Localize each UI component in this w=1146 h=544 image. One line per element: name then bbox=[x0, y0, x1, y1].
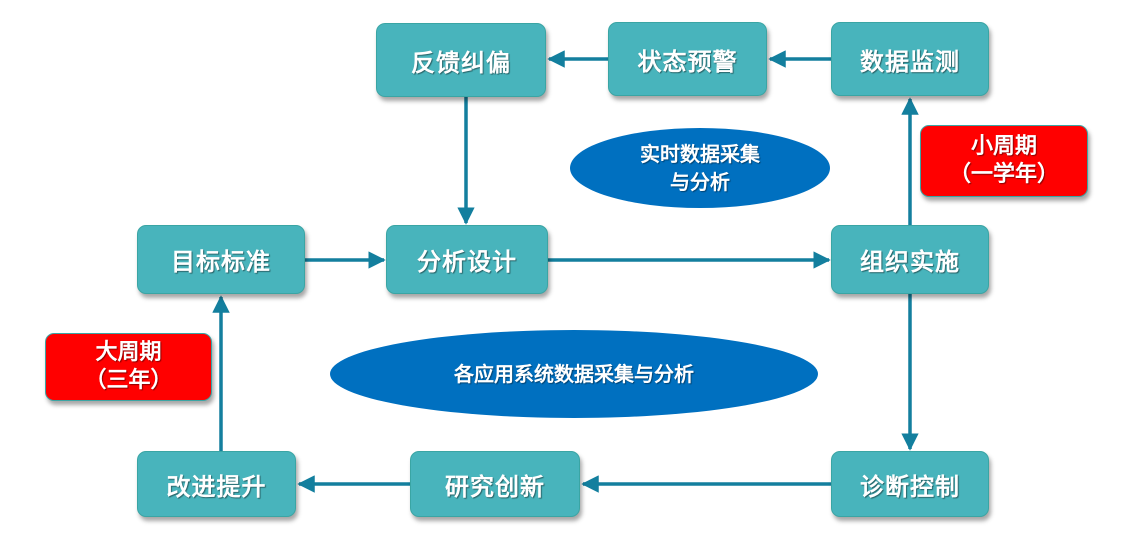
node-analysis-design: 分析设计 bbox=[386, 225, 548, 294]
small-cycle-badge: 小周期 （一学年） bbox=[920, 125, 1088, 197]
node-research: 研究创新 bbox=[410, 451, 580, 517]
big-cycle-badge: 大周期 （三年） bbox=[45, 333, 212, 401]
node-research-label: 研究创新 bbox=[445, 472, 545, 501]
node-monitoring-label: 数据监测 bbox=[860, 47, 960, 76]
node-improvement-label: 改进提升 bbox=[166, 472, 267, 501]
node-diagnosis: 诊断控制 bbox=[831, 451, 989, 517]
node-feedback: 反馈纠偏 bbox=[376, 23, 546, 97]
big-cycle-title: 大周期 bbox=[95, 340, 162, 365]
node-monitoring: 数据监测 bbox=[831, 22, 989, 96]
small-cycle-title: 小周期 bbox=[970, 134, 1037, 159]
systems-data-ellipse: 各应用系统数据采集与分析 bbox=[330, 330, 818, 418]
node-analysis-design-label: 分析设计 bbox=[417, 248, 517, 276]
node-target: 目标标准 bbox=[137, 225, 305, 294]
node-improvement: 改进提升 bbox=[137, 451, 296, 517]
realtime-data-ellipse: 实时数据采集 与分析 bbox=[570, 128, 830, 208]
small-cycle-period: （一学年） bbox=[948, 162, 1059, 187]
realtime-data-line2: 与分析 bbox=[670, 170, 730, 194]
systems-data-label: 各应用系统数据采集与分析 bbox=[454, 362, 694, 386]
node-warning: 状态预警 bbox=[608, 22, 767, 96]
node-warning-label: 状态预警 bbox=[637, 47, 738, 76]
node-implementation-label: 组织实施 bbox=[860, 248, 960, 276]
node-target-label: 目标标准 bbox=[171, 248, 271, 276]
node-feedback-label: 反馈纠偏 bbox=[411, 48, 511, 77]
realtime-data-line1: 实时数据采集 bbox=[640, 142, 760, 166]
node-implementation: 组织实施 bbox=[831, 225, 989, 294]
big-cycle-period: （三年） bbox=[84, 368, 173, 393]
node-diagnosis-label: 诊断控制 bbox=[860, 472, 960, 501]
